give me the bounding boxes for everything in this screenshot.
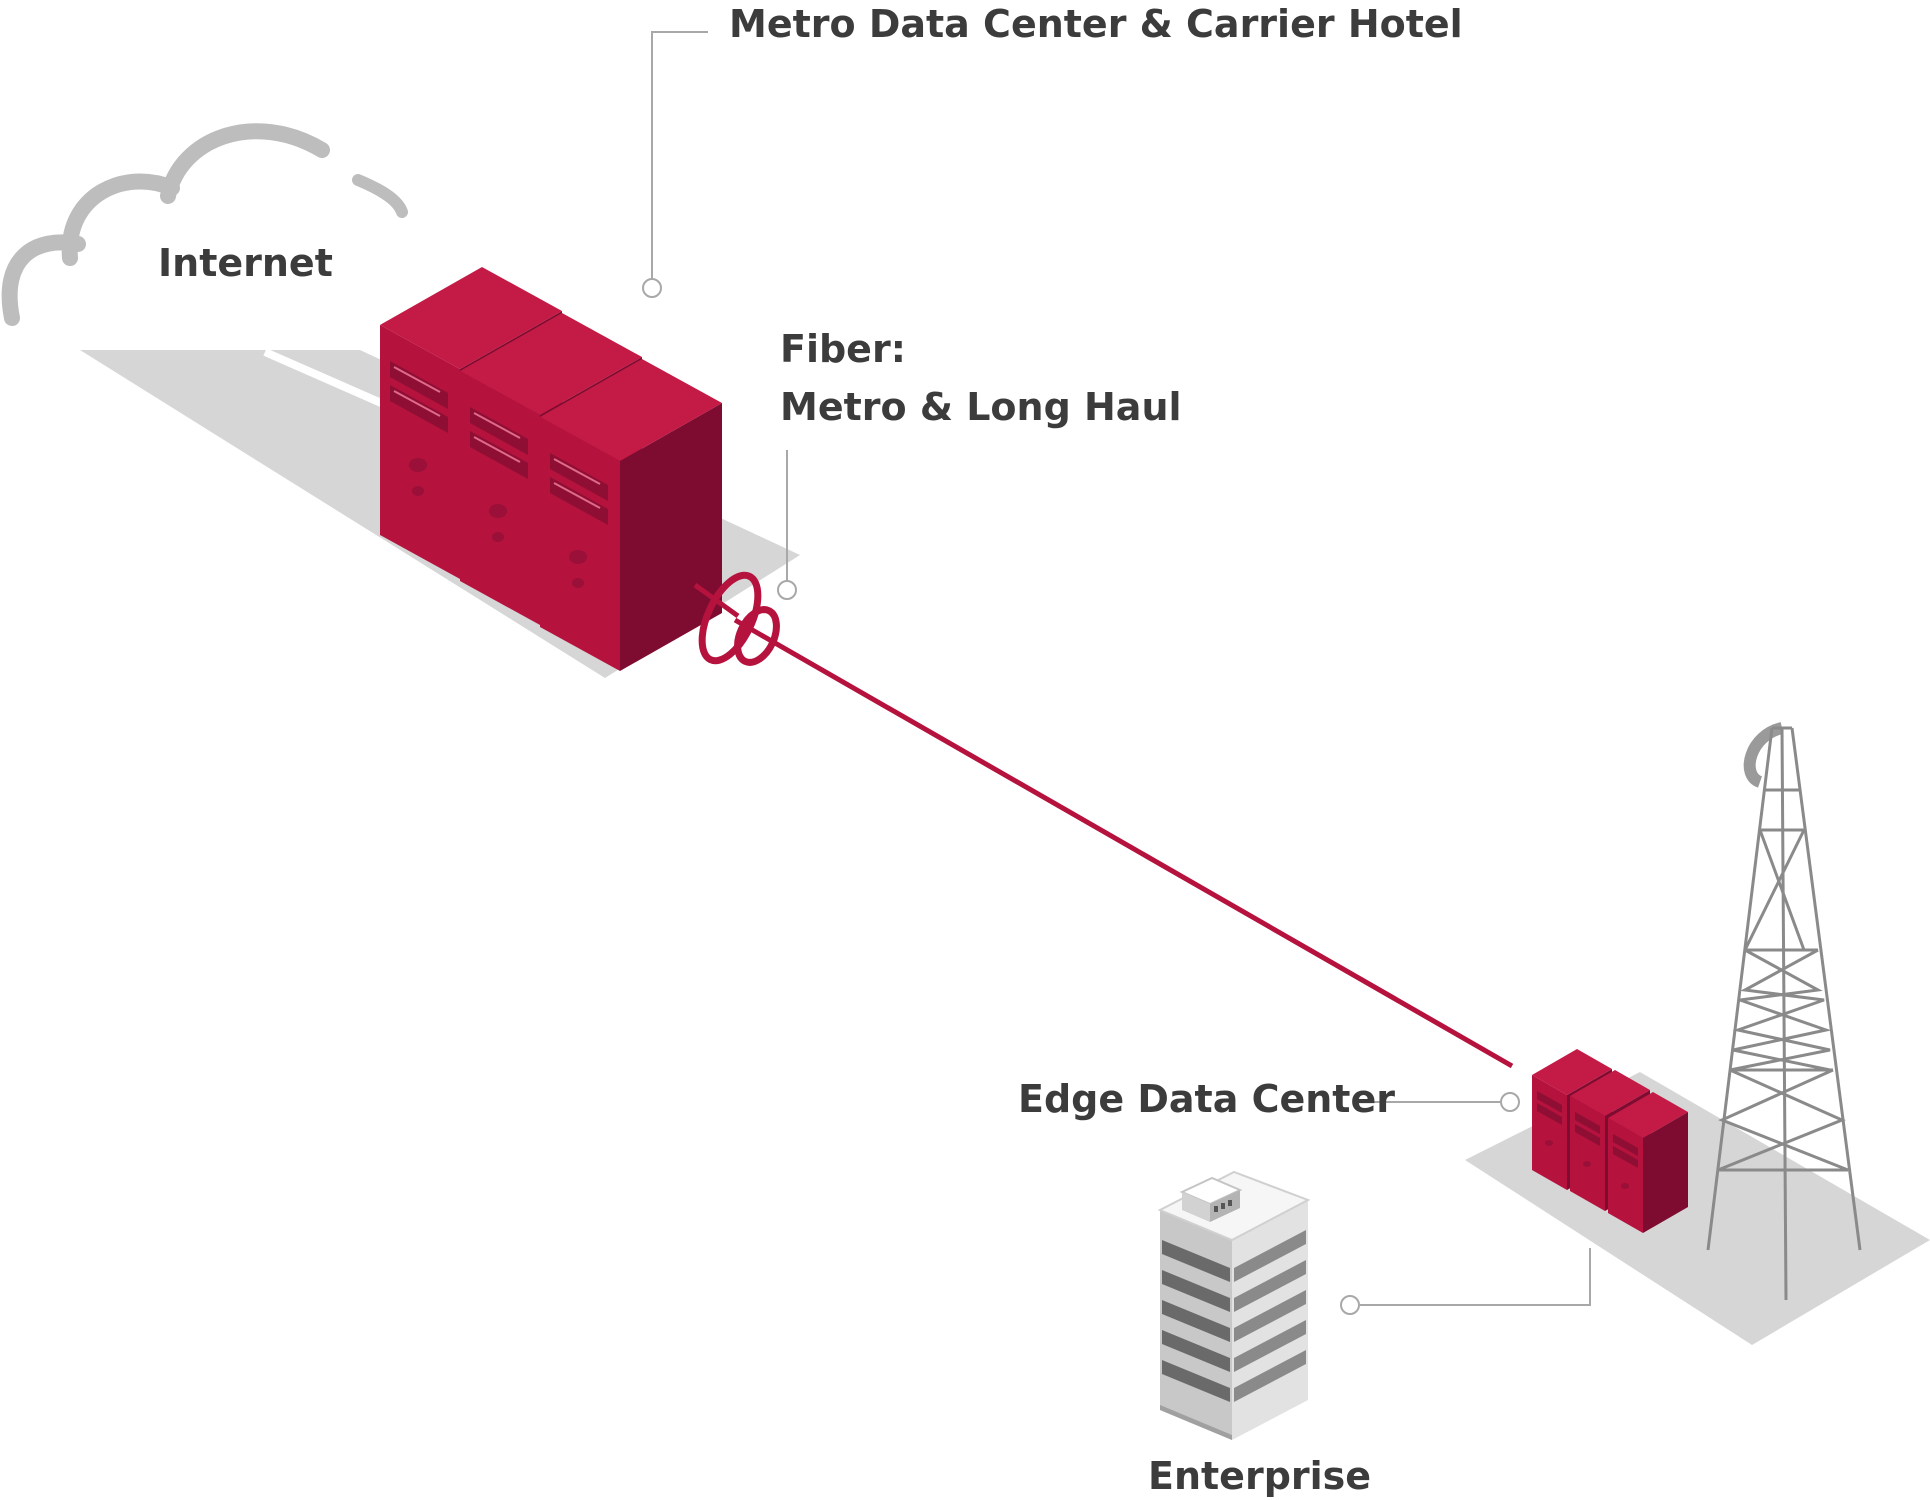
fiber-label-line1: Fiber: — [780, 327, 906, 371]
cloud-icon — [1, 116, 408, 350]
office-building-icon — [1157, 1170, 1311, 1440]
server-rack-icon — [539, 358, 723, 672]
fiber-coil-icon — [698, 571, 780, 666]
internet-label: Internet — [158, 241, 333, 285]
server-rack-icon — [1608, 1092, 1688, 1233]
fiber-label-line2: Metro & Long Haul — [780, 385, 1182, 429]
metro-data-center-label: Metro Data Center & Carrier Hotel — [729, 2, 1463, 46]
enterprise-label: Enterprise — [1148, 1454, 1372, 1498]
fiber-cable — [733, 617, 1514, 1069]
edge-data-center-label: Edge Data Center — [1018, 1077, 1395, 1121]
metro-server-racks — [379, 266, 723, 672]
cell-tower-icon — [1706, 722, 1862, 1301]
leader-lines — [642, 31, 1591, 1315]
